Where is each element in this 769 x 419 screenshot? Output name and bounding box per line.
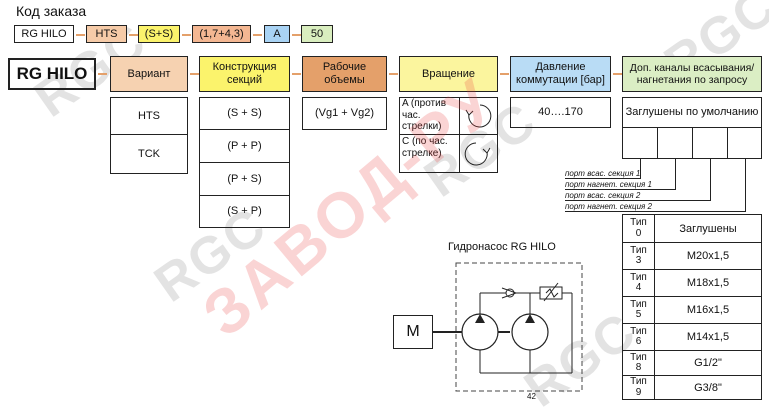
page-title: Код заказа xyxy=(16,3,87,19)
plug-value: M18x1,5 xyxy=(654,269,762,297)
plug-value: G1/2" xyxy=(654,350,762,376)
plug-value-header: Заглушены xyxy=(654,214,762,243)
rotation-a-label: A (против час. стрелки) xyxy=(402,98,447,132)
header-variant: Вариант xyxy=(110,56,188,92)
hydraulic-diagram xyxy=(433,262,583,392)
code-pressure: 50 xyxy=(301,25,333,43)
section-item: (S + S) xyxy=(199,97,290,130)
header-rotation: Вращение xyxy=(399,56,498,92)
port-label: порт нагнет. секция 2 xyxy=(565,202,652,211)
code-variant: HTS xyxy=(86,25,127,43)
header-channels: Доп. каналы всасывания/ нагнетания по за… xyxy=(622,56,762,92)
ccw-rotation-icon xyxy=(465,104,492,128)
rotation-c-label: C (по час. стрелке) xyxy=(402,136,448,159)
plug-value: M20x1,5 xyxy=(654,242,762,270)
code-rotation: A xyxy=(264,25,290,43)
plug-type: Тип 9 xyxy=(622,375,655,400)
code-volumes: (1,7+4,3) xyxy=(192,25,251,43)
plug-type: Тип 6 xyxy=(622,323,655,351)
code-model: RG HILO xyxy=(14,25,74,43)
motor-box: M xyxy=(393,315,433,349)
plugs-default: Заглушены по умолчанию xyxy=(622,97,762,128)
header-pressure: Давление коммутации [бар] xyxy=(510,56,611,92)
plug-type: Тип 3 xyxy=(622,242,655,270)
header-sections: Конструкция секций xyxy=(199,56,290,92)
port-label: порт нагнет. секция 1 xyxy=(565,180,652,189)
pressure-value: 40….170 xyxy=(510,97,611,128)
plug-value: G3/8" xyxy=(654,375,762,400)
port-label: порт всас. секция 1 xyxy=(565,169,641,178)
section-item: (P + S) xyxy=(199,162,290,196)
port-label: порт всас. секция 2 xyxy=(565,191,641,200)
plug-type: Тип 4 xyxy=(622,269,655,297)
section-item: (P + P) xyxy=(199,129,290,163)
diagram-title: Гидронасос RG HILO xyxy=(448,241,556,253)
plug-type: Тип 5 xyxy=(622,296,655,324)
plug-value: M14x1,5 xyxy=(654,323,762,351)
cw-rotation-icon xyxy=(464,142,491,166)
section-item: (S + P) xyxy=(199,195,290,228)
plug-type: Тип 8 xyxy=(622,350,655,376)
variant-item: TCK xyxy=(110,134,188,174)
volumes-value: (Vg1 + Vg2) xyxy=(302,97,387,130)
plug-value: M16x1,5 xyxy=(654,296,762,324)
model-label: RG HILO xyxy=(8,58,96,90)
page-number: 42 xyxy=(527,392,536,401)
variant-item: HTS xyxy=(110,97,188,135)
code-sections: (S+S) xyxy=(138,25,180,43)
plug-type-header: Тип 0 xyxy=(622,214,655,243)
header-volumes: Рабочие объемы xyxy=(302,56,387,92)
